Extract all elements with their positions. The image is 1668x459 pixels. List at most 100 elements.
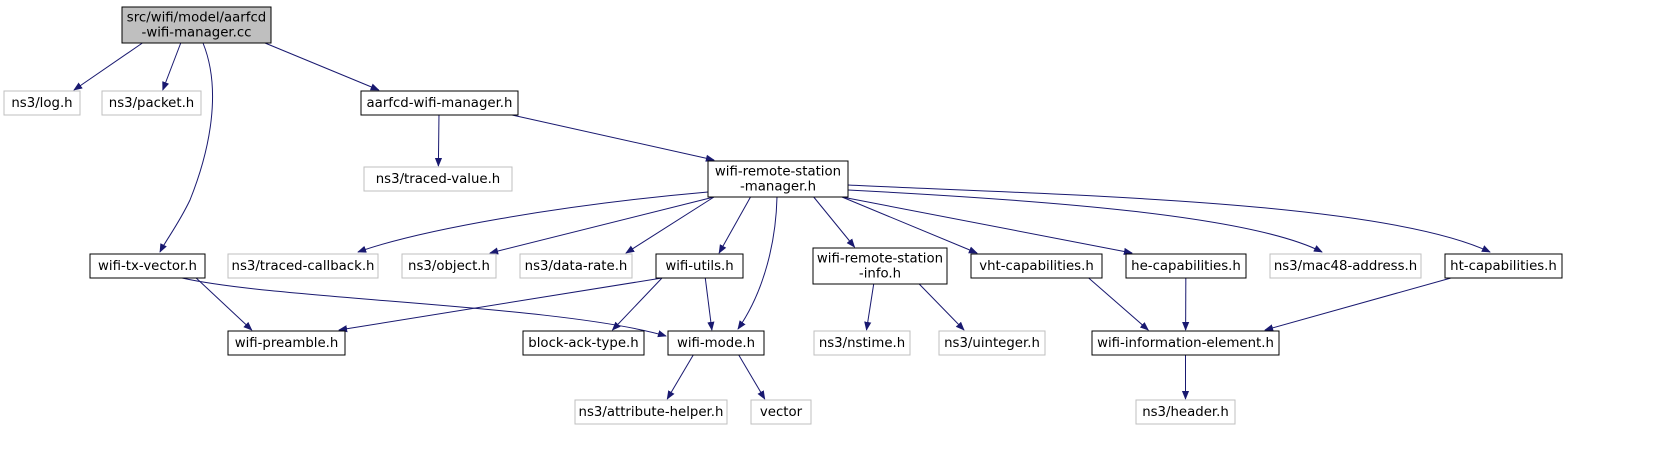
node-vector: vector — [750, 399, 812, 425]
node-box — [519, 253, 633, 279]
node-wifi-information-element-h[interactable]: wifi-information-element.h — [1091, 330, 1280, 356]
node-box — [707, 160, 849, 198]
nodes-layer: src/wifi/model/aarfcd-wifi-manager.cc ns3… — [3, 6, 1563, 425]
node-box — [813, 330, 911, 356]
node-label: wifi-tx-vector.h — [98, 259, 197, 274]
node-label: ns3/traced-value.h — [376, 172, 500, 187]
node-label: wifi-information-element.h — [1097, 336, 1274, 351]
node-ns3-header-h: ns3/header.h — [1135, 399, 1236, 425]
node-box — [363, 166, 513, 192]
node-ns3-traced-value-h: ns3/traced-value.h — [363, 166, 513, 192]
node-box — [522, 330, 645, 356]
node-wifi-preamble-h[interactable]: wifi-preamble.h — [227, 330, 346, 356]
node-ns3-nstime-h: ns3/nstime.h — [813, 330, 911, 356]
edge-wifi-utils-to-wifi-mode — [704, 277, 715, 331]
node-label: ns3/traced-callback.h — [232, 259, 375, 274]
edge-wrsm-h-to-ns3-data-rate — [625, 196, 715, 254]
node-label: src/wifi/model/aarfcd — [127, 11, 266, 26]
node-box — [1135, 399, 1236, 425]
edge-ht-cap-to-wifi-ie — [1264, 277, 1452, 332]
node-label: ns3/data-rate.h — [525, 259, 628, 274]
edge-wrsm-h-to-wrsi-h — [813, 196, 856, 248]
edge-wrsm-h-to-ht-cap — [847, 184, 1491, 253]
edge-root-to-wifi-tx-vector — [159, 42, 213, 253]
node-ht-capabilities-h[interactable]: ht-capabilities.h — [1444, 253, 1563, 279]
edge-wrsm-h-to-ns3-object — [489, 196, 715, 255]
node-aarfcd-wifi-manager-h[interactable]: aarfcd-wifi-manager.h — [360, 90, 519, 116]
node-box — [655, 253, 744, 279]
edge-wrsi-h-to-ns3-uinteger — [918, 283, 965, 331]
node-ns3-traced-callback-h: ns3/traced-callback.h — [227, 253, 379, 279]
node-box — [574, 399, 728, 425]
node-box — [1444, 253, 1563, 279]
node-label: aarfcd-wifi-manager.h — [367, 96, 513, 111]
node-ns3-data-rate-h: ns3/data-rate.h — [519, 253, 633, 279]
node-label: ht-capabilities.h — [1450, 259, 1557, 274]
node-label: ns3/nstime.h — [819, 336, 905, 351]
node-box — [360, 90, 519, 116]
node-label: wifi-remote-station — [715, 165, 841, 180]
node-box — [938, 330, 1046, 356]
edge-root-to-aarfcd-h — [264, 42, 380, 91]
node-box — [1269, 253, 1422, 279]
node-box — [401, 253, 497, 279]
node-label: ns3/mac48-address.h — [1274, 259, 1417, 274]
node-box — [750, 399, 812, 425]
node-he-capabilities-h[interactable]: he-capabilities.h — [1125, 253, 1247, 279]
node-wifi-tx-vector-h[interactable]: wifi-tx-vector.h — [89, 253, 206, 279]
node-ns3-attribute-helper-h: ns3/attribute-helper.h — [574, 399, 728, 425]
node-box — [1125, 253, 1247, 279]
node-box — [227, 330, 346, 356]
node-box — [3, 90, 81, 116]
node-label: wifi-utils.h — [665, 259, 733, 274]
node-label: wifi-mode.h — [677, 336, 755, 351]
node-label: ns3/log.h — [11, 96, 72, 111]
edge-vht-cap-to-wifi-ie — [1088, 277, 1149, 331]
node-label: wifi-remote-station — [817, 252, 943, 267]
edge-wifi-utils-to-block-ack-type — [611, 277, 663, 331]
node-box — [89, 253, 206, 279]
edge-wifi-tx-vector-to-wifi-preamble — [195, 277, 253, 331]
node-block-ack-type-h[interactable]: block-ack-type.h — [522, 330, 645, 356]
edge-wrsm-h-to-wifi-mode — [737, 196, 778, 330]
edge-wrsm-h-to-ns3-mac48 — [847, 189, 1323, 253]
node-box — [101, 90, 202, 116]
node-label: -info.h — [859, 267, 901, 282]
edge-wrsm-h-to-ns3-traced-callback — [357, 191, 709, 253]
edges-layer — [73, 42, 1491, 400]
node-label: vector — [760, 405, 803, 420]
node-box — [970, 253, 1103, 279]
node-ns3-object-h: ns3/object.h — [401, 253, 497, 279]
node-box — [227, 253, 379, 279]
edge-aarfcd-h-to-wrsm-h — [511, 114, 715, 162]
node-ns3-mac48-address-h: ns3/mac48-address.h — [1269, 253, 1422, 279]
edge-wrsm-h-to-he-cap — [841, 196, 1133, 255]
edge-wifi-tx-vector-to-wifi-mode — [181, 277, 667, 338]
edge-wifi-mode-to-vector — [738, 354, 766, 400]
node-box — [121, 6, 272, 44]
node-src-wifi-model-aarfcd-wifi-manager-cc[interactable]: src/wifi/model/aarfcd-wifi-manager.cc — [121, 6, 272, 44]
node-wifi-remote-station-manager-h[interactable]: wifi-remote-station-manager.h — [707, 160, 849, 198]
node-label: block-ack-type.h — [528, 336, 638, 351]
node-box — [667, 330, 765, 356]
node-ns3-log-h: ns3/log.h — [3, 90, 81, 116]
node-label: ns3/uinteger.h — [944, 336, 1040, 351]
edge-root-to-ns3-packet — [162, 42, 182, 91]
node-label: ns3/object.h — [408, 259, 490, 274]
node-wifi-remote-station-info-h[interactable]: wifi-remote-station-info.h — [812, 247, 948, 285]
node-box — [1091, 330, 1280, 356]
node-wifi-mode-h[interactable]: wifi-mode.h — [667, 330, 765, 356]
node-vht-capabilities-h[interactable]: vht-capabilities.h — [970, 253, 1103, 279]
edge-wifi-utils-to-wifi-preamble — [338, 277, 663, 333]
node-ns3-uinteger-h: ns3/uinteger.h — [938, 330, 1046, 356]
edge-root-to-ns3-log — [73, 42, 143, 91]
node-wifi-utils-h[interactable]: wifi-utils.h — [655, 253, 744, 279]
node-label: -manager.h — [740, 180, 816, 195]
node-label: vht-capabilities.h — [979, 259, 1094, 274]
node-label: -wifi-manager.cc — [142, 26, 252, 41]
node-ns3-packet-h: ns3/packet.h — [101, 90, 202, 116]
edge-wrsm-h-to-wifi-utils — [718, 196, 751, 254]
edge-aarfcd-h-to-ns3-traced-value — [434, 114, 443, 167]
node-label: wifi-preamble.h — [235, 336, 339, 351]
